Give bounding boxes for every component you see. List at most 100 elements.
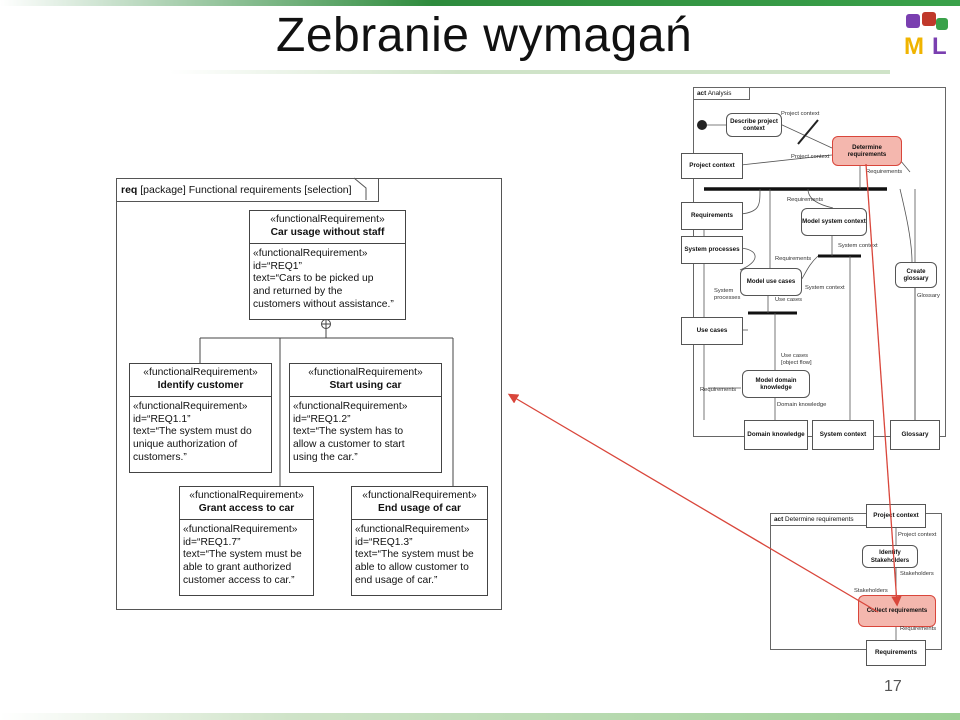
action-collect-requirements-highlighted[interactable]: Collect requirements [858,595,936,627]
req-body-line: «functionalRequirement» [355,524,470,536]
act-determine-tab: act Determine requirements [771,514,873,526]
flow-label: Domain knowledge [777,402,827,408]
action-label: Model domain knowledge [755,376,797,391]
object-label: Domain knowledge [747,431,805,439]
action-model-domain-knowledge[interactable]: Model domain knowledge [742,370,810,398]
req-name: Car usage without staff [270,226,385,238]
object-use-cases[interactable]: Use cases [681,317,743,345]
object-label: Requirements [691,212,733,220]
object-project-context[interactable]: Project context [681,153,743,179]
flow-label: System context [838,243,878,249]
requirement-block-grant-access[interactable]: «functionalRequirement»Grant access to c… [179,486,314,596]
action-label: Identify Stakeholders [870,549,910,564]
req-stereotype: «functionalRequirement» [143,367,258,378]
req-body-line: text=“The system must be [355,549,474,561]
act-frame-kind: act [697,90,707,97]
slide-title: Zebranie wymagań [276,9,693,62]
action-label: Determine requirements [847,143,887,158]
req-stereotype: «functionalRequirement» [308,367,423,378]
object-glossary[interactable]: Glossary [890,420,940,450]
req-body-line: «functionalRequirement» [293,401,408,413]
req-name: Identify customer [157,379,244,391]
req-body-line: «functionalRequirement» [183,524,298,536]
object-label: Use cases [696,327,728,335]
object-project-context-determine[interactable]: Project context [866,504,926,528]
req-body-line: «functionalRequirement» [253,248,368,260]
flow-label: Requirements [700,387,737,393]
req-body-line: using the car.” [293,451,358,463]
act-analysis-tab: act Analysis [694,88,751,100]
flow-label: Use cases [object flow] [781,353,812,366]
object-label: Glossary [901,431,929,439]
action-identify-stakeholders[interactable]: Identify Stakeholders [862,545,918,568]
object-requirements-determine[interactable]: Requirements [866,640,926,666]
page-number: 17 [884,678,902,695]
req-body-line: id=“REQ1.1” [133,413,191,425]
req-stereotype: «functionalRequirement» [362,490,477,501]
req-body-line: and returned by the [253,285,343,297]
flow-label: Requirements [775,256,812,262]
req-name: End usage of car [378,502,461,514]
req-body-line: text=“The system must be [183,549,302,561]
object-system-processes[interactable]: System processes [681,236,743,264]
flow-label: Stakeholders [900,571,934,577]
requirement-block-start-using-car[interactable]: «functionalRequirement»Start using car «… [289,363,442,473]
flow-label: Project context [791,154,830,160]
req-body-line: customer access to car.” [183,574,295,586]
object-label: System processes [684,246,740,254]
req-body-line: id=“REQ1.2” [293,413,351,425]
req-body-line: able to allow customer to [355,561,469,573]
object-domain-knowledge[interactable]: Domain knowledge [744,420,808,450]
flow-label: System processes [714,288,741,301]
object-system-context[interactable]: System context [812,420,874,450]
req-frame-title: [package] Functional requirements [selec… [140,184,352,196]
req-stereotype: «functionalRequirement» [189,490,304,501]
req-body-line: text=“Cars to be picked up [253,273,374,285]
requirement-block-identify-customer[interactable]: «functionalRequirement»Identify customer… [129,363,272,473]
req-name: Grant access to car [198,502,295,514]
object-label: Project context [689,162,735,170]
req-body-line: text=“The system has to [293,426,404,438]
action-determine-requirements-highlighted[interactable]: Determine requirements [832,136,902,166]
flow-label: Project context [781,111,820,117]
flow-label: Requirements [866,169,903,175]
action-create-glossary[interactable]: Create glossary [895,262,937,288]
act-frame-kind: act [774,516,784,523]
req-frame-kind: req [121,184,138,196]
req-body-line: customers.” [133,451,187,463]
req-frame-tab: req [package] Functional requirements [s… [117,179,379,202]
top-accent-bar [0,0,960,6]
flow-label: Glossary [917,293,940,299]
flow-label: Use cases [775,297,803,303]
object-label: System context [819,431,867,439]
action-describe-project-context[interactable]: Describe project context [726,113,782,137]
action-model-use-cases[interactable]: Model use cases [740,268,802,296]
req-name: Start using car [329,379,402,391]
req-stereotype: «functionalRequirement» [270,214,385,225]
flow-label: Requirements [787,197,824,203]
req-body-line: able to grant authorized [183,561,292,573]
act-frame-title: Determine requirements [785,516,854,523]
action-model-system-context[interactable]: Model system context [801,208,867,236]
requirement-block-end-usage[interactable]: «functionalRequirement»End usage of car … [351,486,488,596]
action-label: Describe project context [730,117,778,132]
action-label: Model use cases [746,278,796,286]
req-body-line: id=“REQ1” [253,260,302,272]
req-body-line: text=“The system must do [133,426,252,438]
req-body-line: allow a customer to start [293,438,405,450]
bottom-accent-bar [0,713,960,720]
flow-label: Stakeholders [854,588,888,594]
req-body-line: end usage of car.” [355,574,438,586]
sysml-logo: M L [904,12,948,60]
req-body-line: id=“REQ1.3” [355,536,413,548]
svg-text:M: M [904,33,924,60]
req-body-line: id=“REQ1.7” [183,536,241,548]
action-label: Collect requirements [866,607,928,615]
req-body-line: unique authorization of [133,438,238,450]
object-requirements[interactable]: Requirements [681,202,743,230]
title-underline [170,70,890,74]
action-label: Model system context [802,218,866,226]
requirement-block-car-usage[interactable]: «functionalRequirement»Car usage without… [249,210,406,320]
svg-text:L: L [932,33,947,60]
flow-label: Requirements [900,626,937,632]
